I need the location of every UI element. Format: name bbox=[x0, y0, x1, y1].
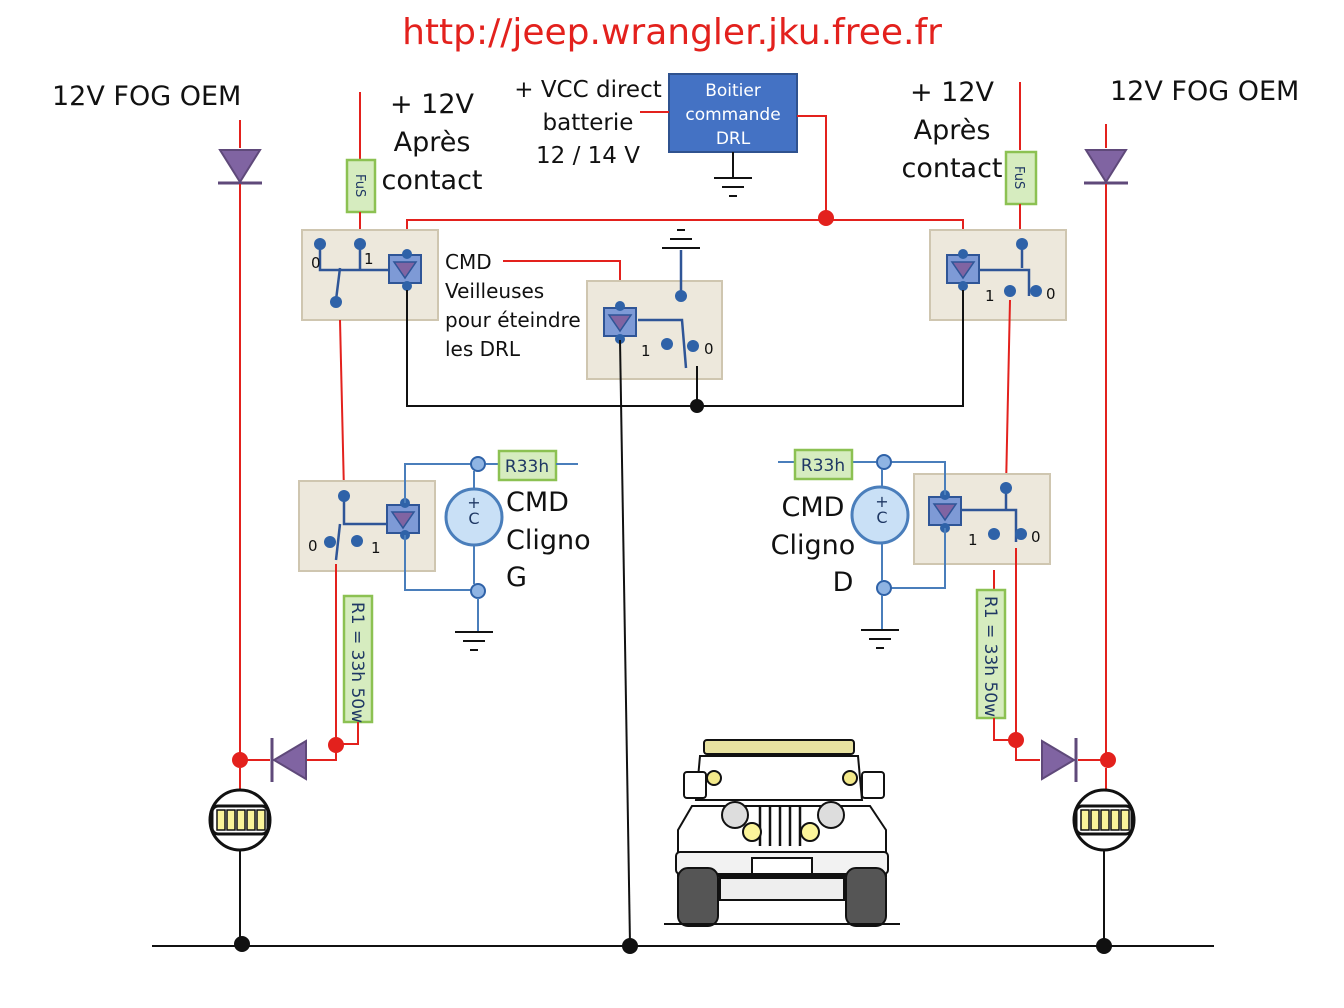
cmd-clig-g-label: CMD Cligno G bbox=[506, 487, 591, 593]
svg-text:1: 1 bbox=[968, 531, 978, 549]
ground-junction-left bbox=[234, 936, 250, 952]
ground-junction-center bbox=[622, 938, 638, 954]
vcc-label: + VCC direct batterie 12 / 14 V bbox=[514, 77, 662, 169]
svg-text:CMD: CMD bbox=[782, 492, 845, 523]
ground-icon bbox=[714, 177, 752, 197]
junction-drl bbox=[818, 210, 834, 226]
junction-right-lamp bbox=[1100, 752, 1116, 768]
svg-text:0: 0 bbox=[311, 254, 321, 272]
svg-text:12 / 14 V: 12 / 14 V bbox=[536, 143, 640, 169]
svg-text:DRL: DRL bbox=[716, 129, 751, 149]
fog-lamp-icon bbox=[208, 788, 272, 852]
fog-lamp-icon bbox=[1072, 788, 1136, 852]
cmd-clig-d-label: CMD Cligno D bbox=[771, 492, 856, 598]
svg-text:C: C bbox=[876, 508, 887, 527]
svg-text:Veilleuses: Veilleuses bbox=[445, 279, 544, 303]
svg-text:FuS: FuS bbox=[1011, 166, 1026, 189]
svg-text:Boitier: Boitier bbox=[705, 81, 761, 101]
plus12-right-label: + 12V Après contact bbox=[901, 77, 1002, 184]
clig-left-coil-top bbox=[404, 463, 478, 503]
junction-return bbox=[690, 399, 704, 413]
clig-right-node-bottom bbox=[876, 580, 892, 596]
drl-control-box: Boitier commande DRL bbox=[668, 73, 798, 153]
svg-text:pour éteindre: pour éteindre bbox=[445, 308, 581, 332]
svg-text:+ 12V: + 12V bbox=[390, 89, 475, 120]
svg-text:contact: contact bbox=[901, 153, 1002, 184]
right-relay-output-wire bbox=[1005, 299, 1011, 489]
diode-icon bbox=[218, 149, 262, 185]
svg-text:Après: Après bbox=[914, 115, 991, 146]
svg-text:R1 = 33h 50w: R1 = 33h 50w bbox=[980, 596, 1000, 717]
drl-output-wire bbox=[797, 115, 827, 218]
clig-right-node-top bbox=[876, 454, 892, 470]
ground-junction-right bbox=[1096, 938, 1112, 954]
clig-left-node-top bbox=[470, 456, 486, 472]
r1-left-resistor: R1 = 33h 50w bbox=[342, 594, 374, 724]
left-relay-output-wire bbox=[339, 319, 345, 493]
relay-clig-right: 1 0 bbox=[913, 473, 1051, 565]
svg-text:0: 0 bbox=[704, 340, 714, 358]
svg-text:0: 0 bbox=[1046, 285, 1056, 303]
relay-top-left: 0 1 bbox=[301, 229, 439, 321]
capacitor-icon: C + bbox=[850, 485, 910, 545]
relay-clig-left: 0 1 bbox=[298, 480, 436, 572]
clig-left-node-bottom bbox=[470, 583, 486, 599]
svg-text:0: 0 bbox=[308, 537, 318, 555]
svg-text:Cligno: Cligno bbox=[771, 530, 856, 561]
jeep-front-icon bbox=[664, 739, 900, 927]
center-ground-wire bbox=[619, 339, 631, 945]
r1-right-resistor: R1 = 33h 50w bbox=[975, 588, 1007, 720]
svg-text:R33h: R33h bbox=[505, 457, 549, 477]
fuse-icon: FuS bbox=[345, 158, 377, 214]
svg-text:batterie: batterie bbox=[543, 110, 634, 136]
diode-icon bbox=[1084, 149, 1128, 185]
fog-oem-left-label: 12V FOG OEM bbox=[52, 81, 241, 112]
svg-text:C: C bbox=[468, 509, 479, 528]
diode-icon bbox=[270, 738, 307, 782]
clig-left-cap-wire bbox=[473, 471, 479, 632]
svg-text:+ 12V: + 12V bbox=[910, 77, 995, 108]
ground-icon bbox=[455, 631, 493, 651]
svg-text:CMD: CMD bbox=[445, 250, 492, 274]
relay-coil-return-wire bbox=[406, 290, 964, 407]
clig-right-coil-top bbox=[884, 461, 946, 495]
clig-right-coil-bottom bbox=[884, 528, 946, 589]
r33h-right-resistor: R33h bbox=[793, 448, 854, 481]
r33h-left-resistor: R33h bbox=[497, 449, 558, 482]
svg-text:contact: contact bbox=[381, 165, 482, 196]
svg-text:1: 1 bbox=[364, 250, 374, 268]
capacitor-icon: C + bbox=[444, 487, 504, 547]
svg-text:1: 1 bbox=[371, 539, 381, 557]
svg-text:G: G bbox=[506, 562, 527, 593]
svg-text:CMD: CMD bbox=[506, 487, 569, 518]
svg-text:1: 1 bbox=[985, 287, 995, 305]
site-url: http://jeep.wrangler.jku.free.fr bbox=[402, 12, 942, 53]
svg-text:+ VCC direct: + VCC direct bbox=[514, 77, 662, 103]
ground-icon bbox=[662, 229, 700, 249]
diode-icon bbox=[1041, 738, 1078, 782]
relay-top-right: 1 0 bbox=[929, 229, 1067, 321]
ground-icon bbox=[861, 629, 899, 649]
svg-text:1: 1 bbox=[641, 342, 651, 360]
svg-text:commande: commande bbox=[685, 105, 780, 125]
relay-center: 1 0 bbox=[586, 250, 723, 380]
junction-left-lamp bbox=[232, 752, 248, 768]
svg-text:R33h: R33h bbox=[801, 456, 845, 476]
svg-text:R1 = 33h 50w: R1 = 33h 50w bbox=[347, 602, 367, 723]
cmd-veilleuses-label: CMD Veilleuses pour éteindre les DRL bbox=[445, 250, 581, 361]
svg-text:0: 0 bbox=[1031, 528, 1041, 546]
fuse-icon: FuS bbox=[1004, 150, 1038, 206]
svg-text:D: D bbox=[833, 567, 854, 598]
svg-text:+: + bbox=[875, 492, 888, 511]
svg-text:Après: Après bbox=[394, 127, 471, 158]
svg-text:FuS: FuS bbox=[352, 174, 367, 197]
fog-oem-right-label: 12V FOG OEM bbox=[1110, 76, 1299, 107]
svg-text:les DRL: les DRL bbox=[445, 337, 521, 361]
svg-text:Cligno: Cligno bbox=[506, 525, 591, 556]
clig-left-coil-bottom bbox=[404, 535, 478, 591]
plus12-left-label: + 12V Après contact bbox=[381, 89, 482, 196]
svg-text:+: + bbox=[467, 493, 480, 512]
